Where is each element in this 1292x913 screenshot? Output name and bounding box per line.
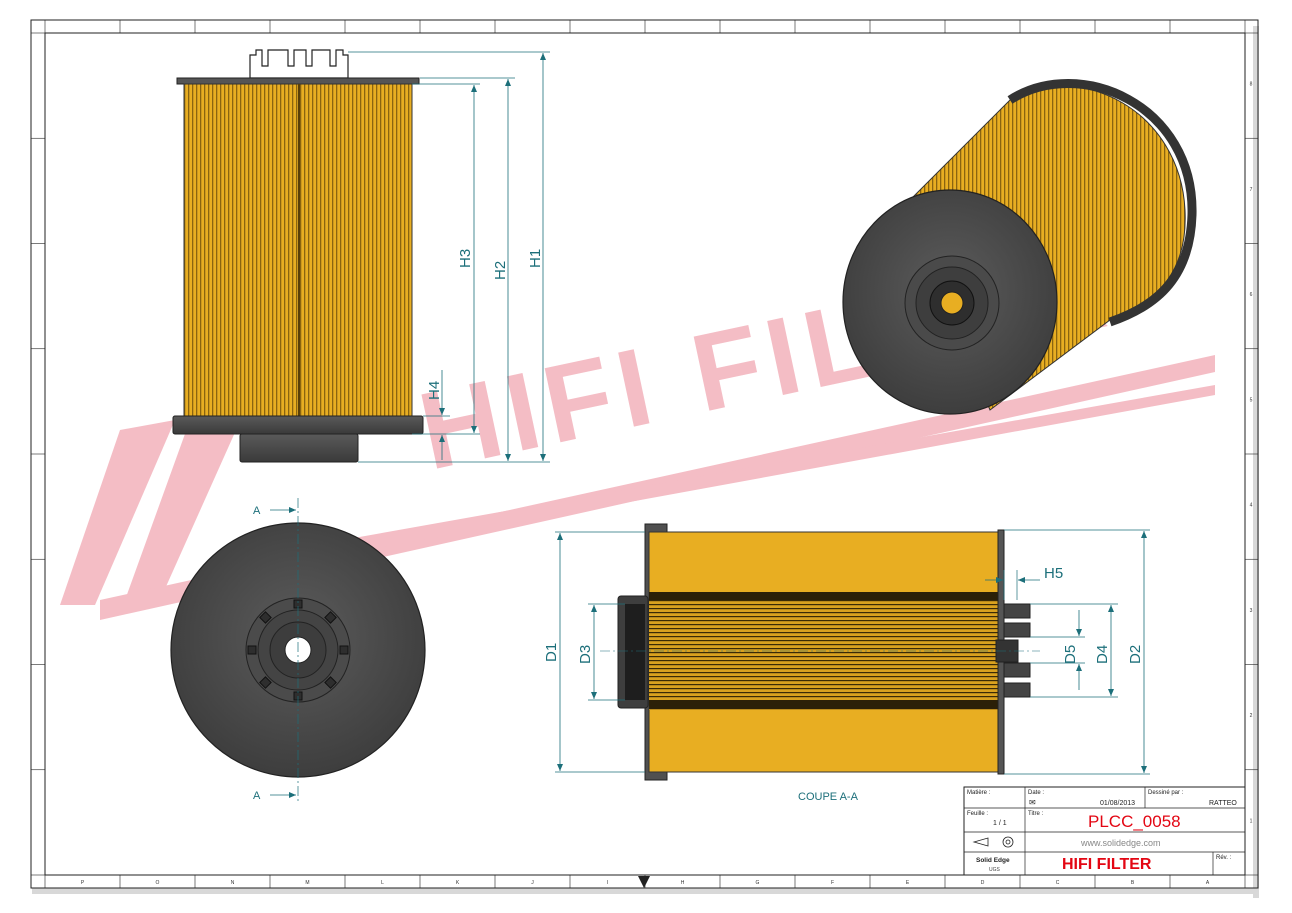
boss-notch [324, 611, 337, 624]
border-row-label: 5 [1250, 397, 1253, 403]
bottom-spigot [239, 433, 359, 463]
company-name: HIFI FILTER [1062, 856, 1152, 873]
border-column-label: M [305, 880, 309, 886]
border-row-label: 4 [1250, 503, 1253, 509]
revision-label: Rév. : [1216, 855, 1232, 861]
dimension-d4: D4 [1030, 603, 1118, 698]
border-column-label: E [906, 880, 910, 886]
title-label: Titre : [1028, 811, 1043, 817]
top-plate [176, 77, 420, 85]
dimension-h1: H1 [348, 51, 550, 463]
dimension-d1: D1 [543, 531, 645, 773]
border-column-label: P [81, 880, 85, 886]
boss-notch [247, 645, 257, 655]
border-column-label: N [231, 880, 235, 886]
section-view: D1 D3 D2 D4 D5 [543, 523, 1150, 803]
border-row-label: 8 [1250, 82, 1253, 88]
dimension-h1-label: H1 [527, 249, 544, 268]
centering-mark-icon [638, 876, 650, 888]
dimension-d5-label: D5 [1062, 645, 1079, 664]
border-row-label: 7 [1250, 187, 1253, 193]
dimension-d4-label: D4 [1094, 645, 1111, 664]
border-column-label: J [531, 880, 534, 886]
border-row-label: 6 [1250, 292, 1253, 298]
website: www.solidedge.com [1080, 838, 1161, 848]
software-name: Solid Edge [976, 857, 1010, 864]
designer-label: Dessiné par : [1148, 790, 1184, 796]
dimension-h5-label: H5 [1044, 565, 1063, 582]
border-column-label: C [1056, 880, 1060, 886]
sheet-value: 1 / 1 [993, 820, 1007, 827]
software-units: UGS [989, 867, 1001, 873]
boss-notch [324, 676, 337, 689]
border-column-label: B [1131, 880, 1135, 886]
dimension-h4-label: H4 [426, 381, 443, 400]
boss-notch [259, 611, 272, 624]
section-marker-top-label: A [253, 505, 261, 517]
sheet-label: Feuille : [967, 811, 988, 817]
border-column-label: L [381, 880, 384, 886]
dimension-d5: D5 [1030, 610, 1085, 690]
border-row-label: 3 [1250, 608, 1253, 614]
dimension-d2: D2 [1004, 529, 1150, 775]
border-column-label: D [981, 880, 985, 886]
border-column-label: F [831, 880, 834, 886]
dimension-h2-label: H2 [492, 261, 509, 280]
dimension-d2-label: D2 [1127, 645, 1144, 664]
title-block: Matière : Date : ✉ 01/08/2013 Dessiné pa… [963, 786, 1246, 876]
iso-center-boss [904, 255, 1000, 351]
part-number: PLCC_0058 [1088, 812, 1181, 831]
dimension-h3-label: H3 [457, 249, 474, 268]
border-column-label: H [681, 880, 685, 886]
dimension-h2: H2 [420, 77, 515, 461]
end-view-notches [247, 599, 349, 701]
border-column-label: O [156, 880, 160, 886]
section-marker-top: A [253, 505, 296, 517]
dimension-d1-label: D1 [543, 643, 560, 662]
section-caption: COUPE A-A [798, 791, 859, 803]
section-marker-bottom: A [253, 790, 296, 802]
page-shadow-bottom [32, 888, 1259, 894]
isometric-view [842, 79, 1197, 415]
front-view: H1 H2 H3 H4 [172, 49, 550, 463]
border-column-label: G [756, 880, 760, 886]
material-label: Matière : [967, 790, 991, 796]
top-tabs [249, 49, 349, 79]
dimension-d3: D3 [577, 603, 625, 701]
section-right-tabs [995, 603, 1031, 698]
border-row-label: 2 [1250, 713, 1253, 719]
date-label: Date : [1028, 790, 1044, 796]
projection-symbol-icon [972, 836, 1014, 848]
iso-rear-rim [1007, 79, 1197, 327]
border-row-label: 1 [1250, 818, 1253, 824]
date-value: 01/08/2013 [1100, 800, 1135, 807]
boss-notch [339, 645, 349, 655]
dimension-h5: H5 [985, 565, 1063, 600]
border-grid-marks: P O N M L K J I H G F E D C B A 8 7 6 5 4 3 2 1 [31, 20, 1258, 888]
dimension-d3-label: D3 [577, 645, 594, 664]
envelope-icon: ✉ [1029, 798, 1036, 807]
section-marker-bottom-label: A [253, 790, 261, 802]
border-column-label: A [1206, 880, 1210, 886]
page-shadow-right [1253, 26, 1259, 898]
border-column-label: I [607, 880, 608, 886]
dimension-h4: H4 [423, 370, 450, 460]
border-column-label: K [456, 880, 460, 886]
dimension-h3: H3 [412, 83, 480, 435]
bottom-end-cap [172, 415, 424, 435]
boss-notch [259, 676, 272, 689]
end-view: A A [170, 498, 426, 802]
designer-value: RATTEO [1209, 800, 1237, 807]
